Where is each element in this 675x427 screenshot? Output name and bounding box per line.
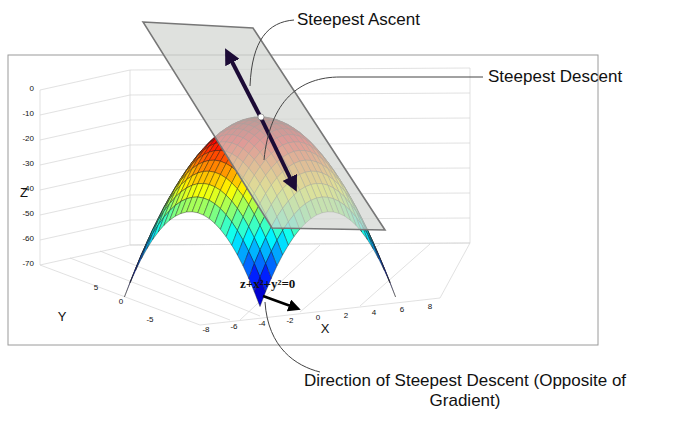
axis-label: X [321, 322, 330, 337]
equation: z+x²+y²=0 [240, 277, 295, 292]
tick-label: -40 [22, 184, 34, 193]
tick-label: 4 [372, 308, 376, 317]
axis-label: Y [58, 310, 67, 325]
tick-label: 5 [94, 283, 98, 292]
tick-label: -70 [22, 259, 34, 268]
callout-text: Direction of Steepest Descent (Opposite … [295, 371, 635, 410]
tick-label: -8 [202, 325, 209, 334]
tick-label: 6 [400, 305, 404, 314]
surface-cell [153, 217, 164, 240]
gradient-arrow [263, 296, 296, 308]
tick-label: -20 [22, 134, 34, 143]
point [258, 114, 264, 120]
descent-arrow [262, 120, 294, 186]
tick-label: -2 [286, 316, 293, 325]
surface-cell [147, 225, 158, 249]
tick-label: -50 [22, 209, 34, 218]
tick-label: -5 [146, 315, 153, 324]
callout-text: Steepest Descent [488, 67, 622, 87]
callout-text: Steepest Ascent [297, 10, 420, 30]
tick-label: -4 [258, 319, 265, 328]
tick-label: -6 [230, 322, 237, 331]
tangent-plane [143, 22, 385, 230]
tick-label: 0 [119, 297, 123, 306]
tick-label: -10 [22, 109, 34, 118]
tick-label: 2 [344, 311, 348, 320]
tick-label: 0 [316, 313, 320, 322]
tick-label: 0 [30, 84, 34, 93]
tick-label: 8 [428, 302, 432, 311]
leader-lines [250, 20, 483, 372]
tick-label: -30 [22, 159, 34, 168]
tick-label: -60 [22, 234, 34, 243]
surface-cell [367, 234, 378, 259]
surface-cell [141, 234, 152, 259]
ascent-arrow [228, 54, 262, 120]
